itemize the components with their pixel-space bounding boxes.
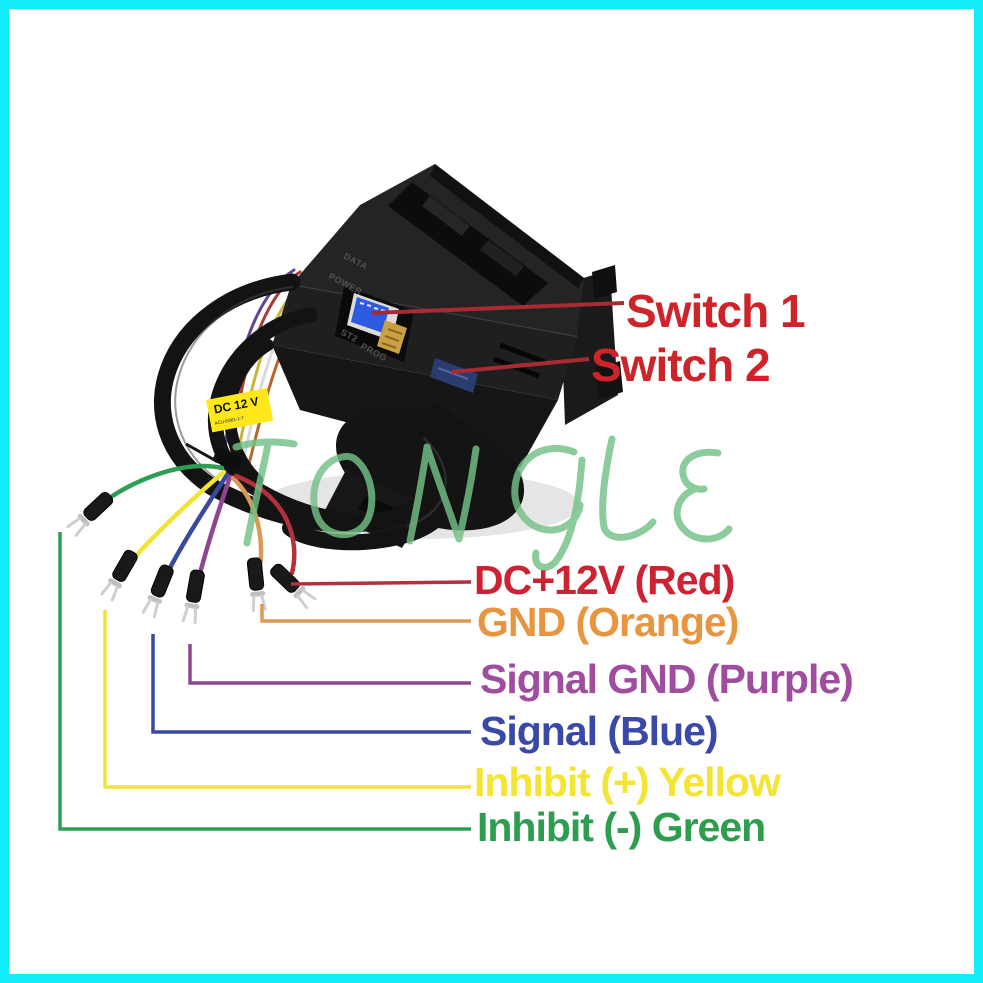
- gnd-line: [260, 604, 471, 623]
- coin-acceptor-device: DATA POWER ST2 PROG: [272, 164, 623, 548]
- sticker-line2: ACU-E001-1-T: [214, 415, 244, 426]
- dc12v-sticker: DC 12 V ACU-E001-1-T: [206, 388, 274, 433]
- tongle-watermark: [232, 435, 733, 571]
- switch1-line: [371, 301, 625, 315]
- terminal-blue: [141, 564, 174, 619]
- wire-label-signal-ground: Signal GND (Purple): [480, 656, 854, 702]
- inhibit-plus-line: [103, 610, 471, 789]
- switch2-label: Switch 2: [591, 339, 771, 391]
- wire-red: [233, 473, 297, 576]
- wire-label-power: DC+12V (Red): [474, 557, 735, 603]
- terminal-purple: [181, 569, 205, 625]
- terminal-orange: [246, 557, 267, 613]
- switch2-line: [451, 357, 590, 374]
- wire-label-inhibit-plus: Inhibit (+) Yellow: [474, 759, 781, 805]
- wire-label-signal: Signal (Blue): [480, 708, 719, 754]
- dip-switch-block: [351, 297, 389, 333]
- wire-label-inhibit-minus: Inhibit (-) Green: [477, 804, 766, 850]
- terminal-green: [66, 491, 114, 537]
- inhibit-minus-line: [58, 532, 471, 831]
- switch1-label: Switch 1: [626, 285, 806, 337]
- wire-label-ground: GND (Orange): [477, 599, 739, 645]
- dc12v-line: [290, 580, 472, 586]
- signal-line: [151, 634, 471, 734]
- switch2-component: [430, 358, 478, 393]
- annotation-lines: [58, 301, 625, 831]
- wire-fan: [66, 463, 317, 625]
- terminal-yellow: [100, 549, 138, 602]
- signal-gnd-line: [188, 644, 471, 685]
- gold-connector: [377, 320, 407, 354]
